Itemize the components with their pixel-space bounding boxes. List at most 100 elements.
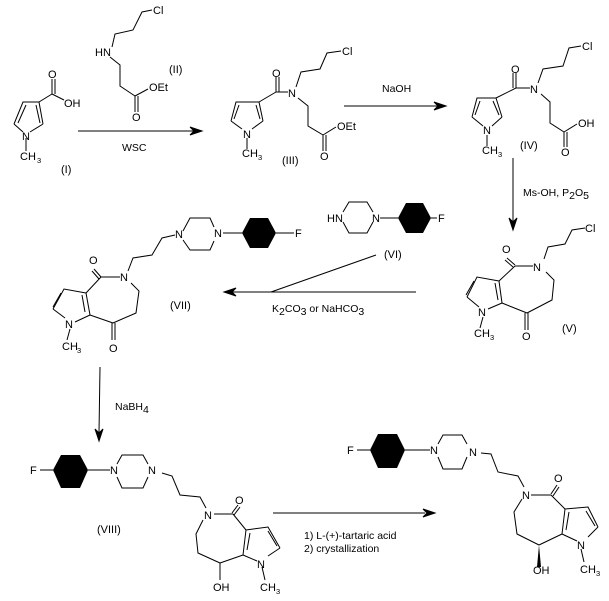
atom-F: F (295, 228, 302, 240)
atom-N-piperazine-2: N (148, 465, 156, 477)
atom-N: N (22, 131, 30, 143)
compound-VII: N N F O N N CH 3 O (VII) (52, 217, 302, 355)
atom-OH: OH (578, 118, 595, 130)
atom-O-top: O (235, 495, 244, 507)
subscript-4: 4 (143, 404, 149, 416)
reagent-co-text: CO (285, 303, 301, 315)
atom-N-piperazine-1: N (110, 465, 118, 477)
atom-F: F (347, 445, 354, 457)
subscript-3: 3 (301, 306, 307, 318)
atom-HN: HN (327, 213, 343, 225)
atom-N: N (478, 307, 486, 319)
atom-N-ring: N (533, 262, 541, 274)
atom-OEt: OEt (337, 121, 356, 133)
subscript-3: 3 (498, 150, 502, 159)
reagent-nabh-text: NaBH (115, 401, 143, 413)
atom-N: N (372, 213, 380, 225)
atom-O: O (48, 69, 57, 81)
atom-O-amide: O (511, 64, 520, 76)
atom-N-piperazine-2: N (469, 447, 477, 459)
atom-N-ring: N (204, 510, 212, 522)
subscript-5: 5 (583, 190, 589, 202)
reaction-arrow-1[interactable] (78, 126, 204, 136)
subscript-3: 3 (37, 156, 41, 165)
atom-F: F (30, 465, 37, 477)
subscript-3: 3 (258, 153, 262, 162)
compound-I: O OH N CH 3 (I) (13, 69, 81, 176)
atom-N: N (483, 125, 491, 137)
atom-OH: OH (533, 565, 550, 577)
compound-label-VII: (VII) (170, 300, 191, 312)
atom-O-amide: O (272, 68, 281, 80)
atom-O-acid: O (561, 147, 570, 159)
compound-label-VIII: (VIII) (97, 524, 121, 536)
atom-O-bottom: O (522, 331, 531, 343)
compound-VIII: F N N O N OH N CH 3 (VIII) (30, 454, 281, 596)
atom-O-top: O (554, 473, 563, 485)
atom-O-top: O (89, 255, 98, 267)
compound-product: F N N O N OH N CH 3 (347, 434, 600, 578)
atom-N-amide: N (530, 84, 538, 96)
reagent-base: K2CO3 or NaHCO3 (272, 303, 364, 318)
reaction-arrow-6[interactable] (273, 508, 437, 518)
compound-V: Cl O N N CH 3 O (V) (465, 223, 595, 343)
atom-N: N (65, 319, 73, 331)
atom-Cl: Cl (153, 5, 163, 17)
compound-label-VI: (VI) (384, 249, 402, 261)
compound-label-II: (II) (169, 64, 182, 76)
compound-label-IV: (IV) (520, 140, 538, 152)
atom-N: N (577, 540, 585, 552)
subscript-3: 3 (596, 569, 600, 578)
atom-N: N (243, 129, 251, 141)
atom-OEt: OEt (149, 82, 168, 94)
atom-N-ring: N (522, 490, 530, 502)
reagent-k-text: K (272, 303, 279, 315)
reagent-naoh: NaOH (382, 83, 411, 95)
compound-label-V: (V) (562, 323, 577, 335)
subscript-2: 2 (569, 190, 575, 202)
reagent-msoh-p2o5: Ms-OH, P2O5 (523, 187, 589, 202)
reagent-crystallization: 2) crystallization (304, 543, 379, 555)
atom-CH: CH (580, 564, 596, 576)
subscript-3: 3 (490, 333, 494, 342)
compound-label-I: (I) (61, 164, 71, 176)
reagent-wsc: WSC (122, 142, 147, 154)
reaction-arrow-4[interactable] (222, 254, 416, 297)
atom-OH: OH (213, 582, 230, 594)
atom-CH: CH (482, 145, 498, 157)
reaction-arrow-5[interactable] (94, 366, 104, 443)
atom-Cl: Cl (585, 223, 595, 235)
atom-N-amide: N (288, 88, 296, 100)
reagent-tartaric-acid: 1) L-(+)-tartaric acid (304, 530, 397, 542)
subscript-3: 3 (77, 346, 81, 355)
compound-III: Cl O N N CH 3 OEt O (III) (230, 46, 356, 167)
atom-N: N (257, 559, 265, 571)
subscript-3b: 3 (358, 306, 364, 318)
compound-VI: HN N F (VI) (327, 201, 445, 261)
atom-CH: CH (62, 341, 78, 353)
subscript-2: 2 (279, 306, 285, 318)
compound-IV: Cl O N N CH 3 OH O (IV) (471, 41, 595, 159)
atom-O: O (132, 112, 141, 124)
atom-N-piperazine-2: N (214, 228, 222, 240)
reagent-msoh-text: Ms-OH, P (523, 187, 569, 199)
atom-CH: CH (474, 328, 490, 340)
reagent-nabh4: NaBH4 (115, 401, 149, 416)
atom-N-ring: N (120, 272, 128, 284)
reaction-arrow-2[interactable] (344, 101, 448, 111)
atom-CH: CH (242, 148, 258, 160)
atom-Cl: Cl (342, 46, 352, 58)
compound-label-III: (III) (282, 155, 299, 167)
compound-II: Cl HN OEt O (II) (95, 5, 182, 124)
atom-CH: CH (20, 151, 36, 163)
atom-F: F (438, 213, 445, 225)
atom-HN: HN (95, 47, 111, 59)
atom-CH: CH (260, 582, 276, 594)
atom-O-ester: O (320, 151, 329, 163)
atom-O-bottom: O (109, 343, 118, 355)
reagent-o-text: O (575, 187, 583, 199)
atom-Cl: Cl (582, 41, 592, 53)
reaction-arrow-3[interactable] (508, 158, 518, 232)
reagent-or-text: or NaHCO (306, 303, 358, 315)
